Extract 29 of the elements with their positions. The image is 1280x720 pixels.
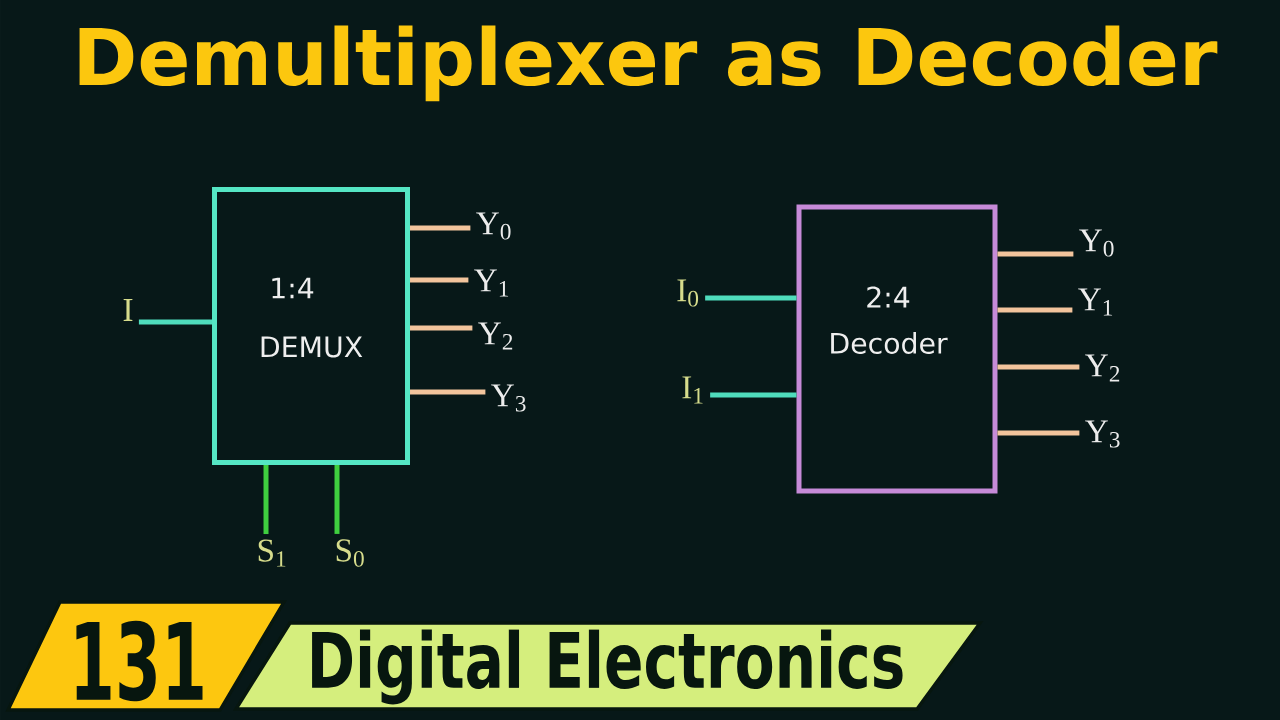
signal-line — [138, 319, 212, 325]
pin-label: S$_{0}$ — [336, 539, 364, 567]
pin-label: Y$_{1}$ — [1078, 288, 1113, 316]
pin-label: Y$_{3}$ — [491, 384, 526, 412]
pin-label: Y$_{2}$ — [1085, 354, 1120, 382]
signal-line — [410, 389, 486, 395]
pin-label: I$_{1}$ — [682, 376, 703, 404]
signal-line — [410, 225, 471, 231]
signal-line — [710, 392, 797, 398]
signal-line — [997, 364, 1080, 370]
pin-label: Y$_{0}$ — [476, 212, 511, 240]
pin-label: S$_{1}$ — [258, 539, 286, 567]
signal-line — [263, 465, 269, 535]
signal-line — [997, 307, 1073, 313]
signal-line — [334, 465, 340, 534]
signal-line — [410, 325, 473, 331]
signal-line — [997, 430, 1080, 436]
pin-label: Y$_{0}$ — [1079, 229, 1114, 257]
pin-label: I — [123, 299, 133, 321]
block-box: 2:4 Decoder — [796, 204, 998, 494]
pin-label: Y$_{3}$ — [1085, 420, 1120, 448]
pin-label: I$_{0}$ — [677, 279, 699, 307]
signal-line — [410, 277, 469, 283]
title: Demultiplexer as Decoder — [79, 25, 1218, 102]
signal-line — [705, 295, 797, 301]
block-box: 1:4 DEMUX — [212, 187, 410, 465]
pin-label: Y$_{1}$ — [474, 269, 509, 297]
signal-line — [997, 251, 1074, 257]
pin-label: Y$_{2}$ — [478, 322, 513, 350]
